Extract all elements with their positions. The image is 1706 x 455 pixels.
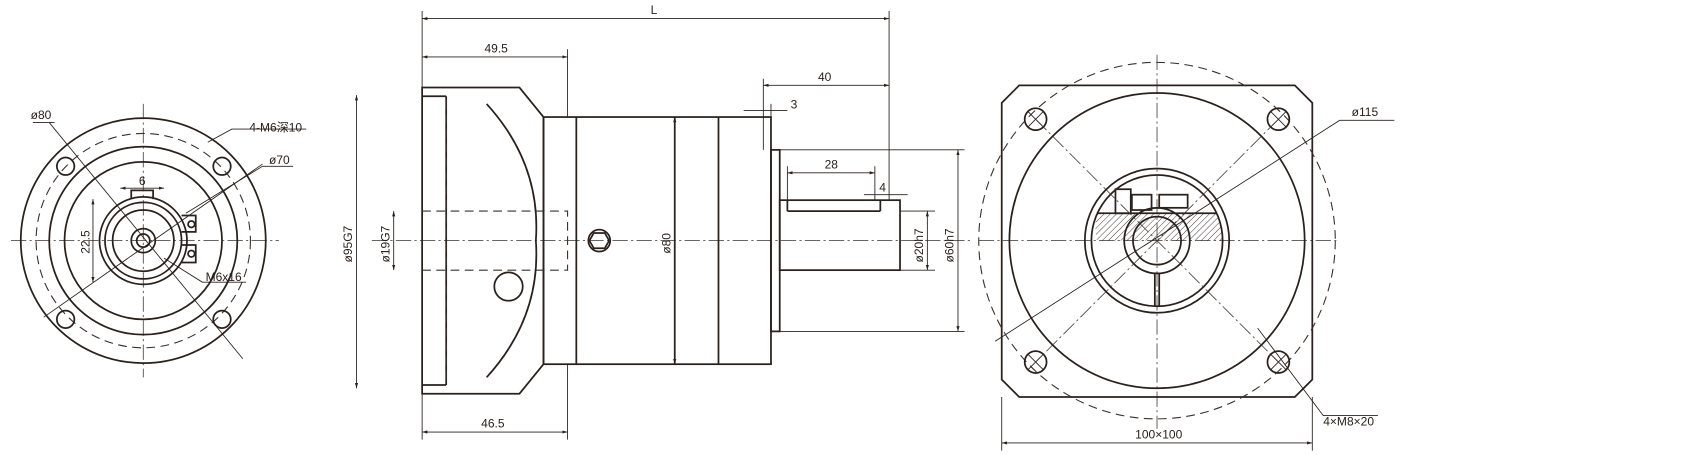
label-key-width: 6 bbox=[139, 174, 146, 188]
label-d-bore: ø19G7 bbox=[378, 225, 392, 262]
label-total-length: L bbox=[651, 3, 658, 17]
label-center-thread: M6x16 bbox=[206, 270, 242, 284]
label-mount-holes: 4×M8×20 bbox=[1323, 414, 1374, 428]
label-d-body: ø80 bbox=[659, 233, 673, 254]
label-d-pilot: ø70 bbox=[269, 153, 290, 167]
label-flange-length: 49.5 bbox=[484, 42, 508, 56]
label-d-outer: ø80 bbox=[31, 108, 52, 122]
input-end-view: ø80 4-M6深10 ø70 6 22.5 M6x16 bbox=[10, 103, 307, 378]
label-key-offset: 4 bbox=[879, 180, 886, 194]
label-bottom-length: 46.5 bbox=[481, 417, 505, 431]
label-bolt-holes: 4-M6深10 bbox=[249, 120, 302, 134]
output-end-view: ø115 100×100 4×M8×20 bbox=[978, 54, 1395, 451]
label-d-flange: ø95G7 bbox=[341, 225, 355, 262]
label-d-shaft: ø20h7 bbox=[912, 228, 926, 262]
label-key-height: 22.5 bbox=[79, 230, 93, 254]
label-output-length: 40 bbox=[818, 70, 832, 84]
label-key-length: 28 bbox=[825, 157, 839, 171]
label-d-bolt-circle: ø115 bbox=[1352, 105, 1379, 119]
label-shoulder: 3 bbox=[791, 97, 798, 111]
side-view: L 49.5 40 3 28 4 ø95G7 ø19G7 ø80 ø20h7 ø… bbox=[341, 3, 974, 440]
label-square: 100×100 bbox=[1135, 428, 1182, 442]
label-d-spigot: ø60h7 bbox=[943, 228, 957, 262]
